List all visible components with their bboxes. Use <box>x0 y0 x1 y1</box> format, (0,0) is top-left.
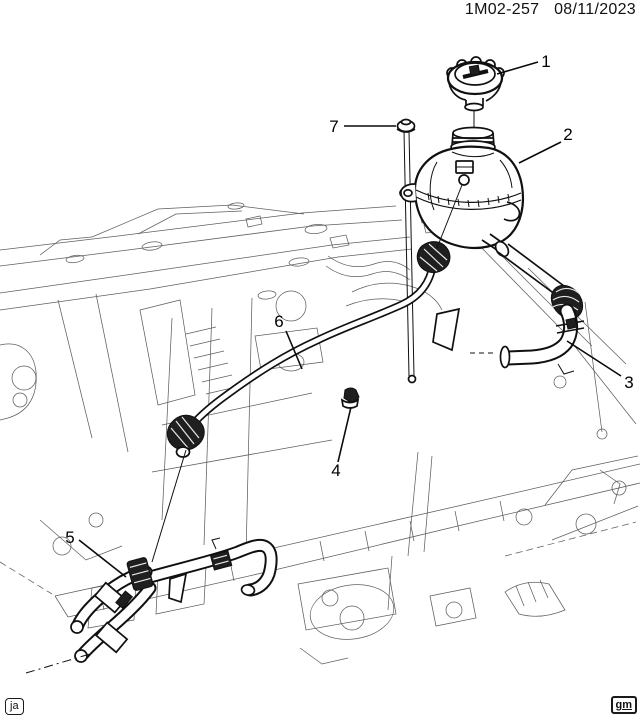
leader-line-4 <box>337 406 352 463</box>
leader-line-3 <box>566 340 622 377</box>
mounting-stud <box>396 118 420 384</box>
figure-header: 1M02-257 08/11/2023 <box>465 1 636 19</box>
coolant-reservoir-tank <box>400 108 584 320</box>
reservoir-cap <box>446 56 505 112</box>
callout-2: 2 <box>563 125 572 144</box>
hose-bracket <box>168 572 188 604</box>
branch-end-right <box>240 584 256 596</box>
figure-number: 1M02-257 <box>464 1 540 18</box>
pipe-upper-fitting <box>416 241 451 274</box>
callout-7: 7 <box>329 117 338 136</box>
y-hose-assembly <box>25 537 278 674</box>
branch-end-lower <box>74 649 88 663</box>
gm-logo: gm <box>610 696 637 714</box>
stud-end <box>407 374 417 384</box>
page-code-badge: ja <box>5 698 24 715</box>
coolant-pipe <box>151 241 461 563</box>
callout-1: 1 <box>541 52 550 71</box>
coupler-lower <box>95 621 129 654</box>
retainer-clip <box>340 387 360 409</box>
callout-4: 4 <box>331 461 340 480</box>
callout-3: 3 <box>624 373 633 392</box>
leader-line-1 <box>496 61 539 75</box>
chassis-background <box>0 197 640 665</box>
callouts: 1 2 3 4 5 6 7 <box>65 52 634 578</box>
branch-end-upper <box>70 620 84 634</box>
leader-line-2 <box>518 141 562 164</box>
tank-neck <box>452 126 494 140</box>
outlet-elbow-hose <box>470 303 585 375</box>
callout-5: 5 <box>65 528 74 547</box>
leader-line-6 <box>285 330 303 370</box>
junction-clamp <box>126 557 154 591</box>
hose-open-end <box>499 345 511 369</box>
callout-6: 6 <box>274 312 283 331</box>
leader-line-5 <box>78 539 127 578</box>
hose-clamp <box>565 317 578 330</box>
figure-date: 08/11/2023 <box>554 1 636 18</box>
tank-ear <box>400 183 417 203</box>
pipe-tag <box>432 307 461 352</box>
